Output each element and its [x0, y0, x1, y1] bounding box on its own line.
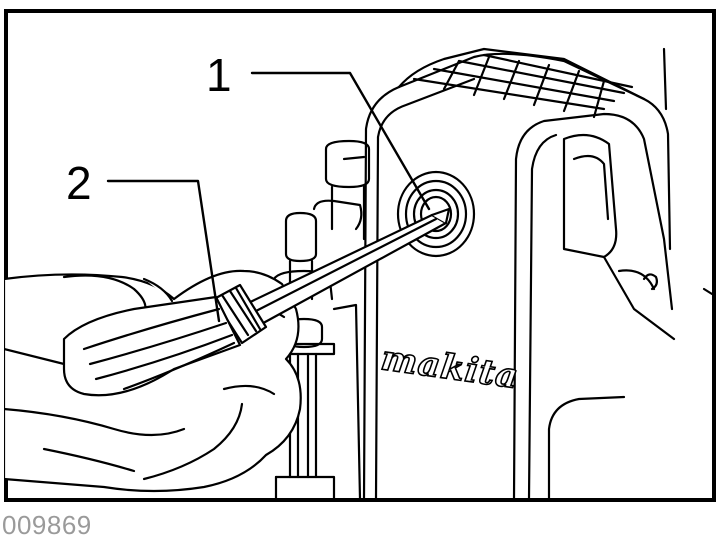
callout-number-1: 1: [206, 49, 232, 101]
router-housing: [362, 47, 714, 501]
callout-leader-1: [250, 71, 431, 211]
screwdriver: [62, 207, 451, 397]
callout-number-2: 2: [66, 157, 92, 209]
illustration-frame: 1 2 makita: [4, 9, 716, 502]
adjustment-hole: [396, 170, 476, 258]
figure-id: 009869: [2, 510, 92, 540]
router-screwdriver-illustration: 1 2 makita: [4, 9, 716, 502]
callout-leader-2: [106, 179, 221, 323]
